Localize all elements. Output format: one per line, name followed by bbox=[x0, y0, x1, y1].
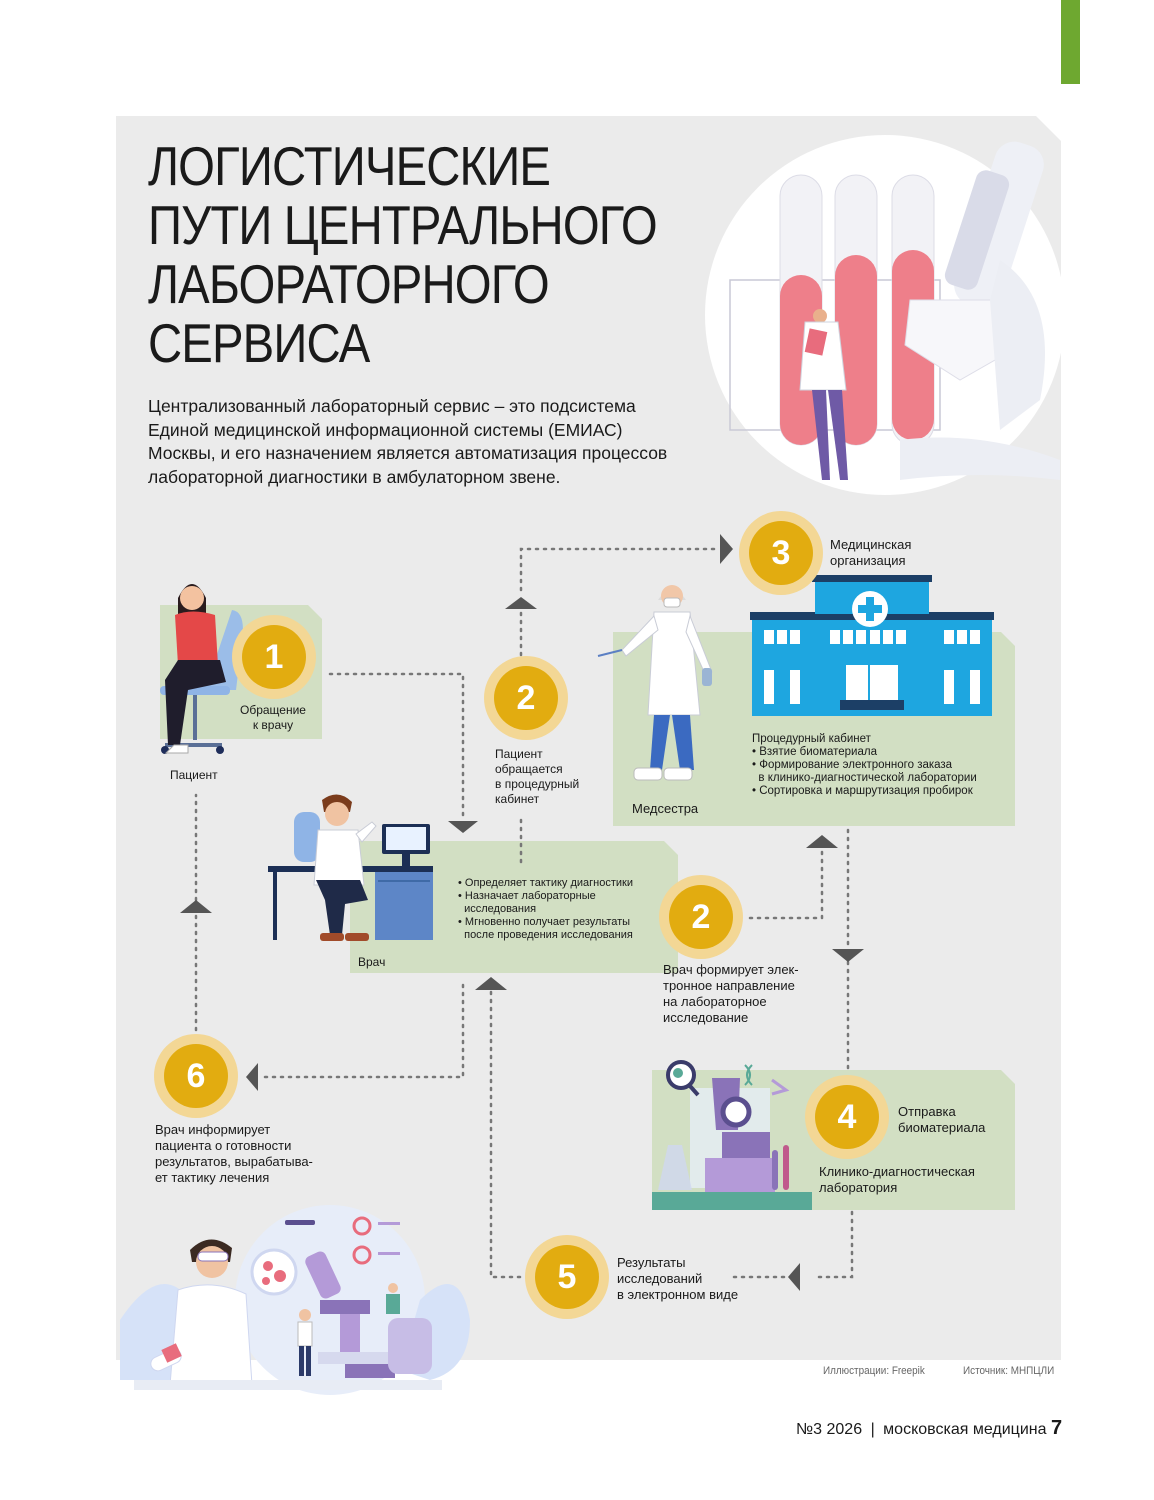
procedure-item: • Сортировка и маршрутизация пробирок bbox=[752, 785, 973, 797]
step-1-circle: 1 bbox=[232, 615, 316, 699]
step-6-label-line: пациента о готовности bbox=[155, 1138, 292, 1153]
nurse-label-text: Медсестра bbox=[632, 801, 699, 816]
step-5-label-line: Результаты bbox=[617, 1255, 686, 1270]
source-credit: Источник: МНПЦЛИ bbox=[963, 1365, 1055, 1377]
intro-line-4: лабораторной диагностики в амбулаторном … bbox=[148, 466, 561, 487]
step-4-number: 4 bbox=[815, 1085, 879, 1149]
step-5-label-line: в электронном виде bbox=[617, 1287, 739, 1302]
procedure-list: Процедурный кабинет • Взятие биоматериал… bbox=[752, 733, 977, 798]
step-6-label-line: Врач информирует bbox=[155, 1122, 271, 1137]
page-number: 7 bbox=[1050, 1417, 1063, 1439]
accent-tab bbox=[1061, 0, 1080, 84]
step-2a-label-line: Пациент bbox=[495, 747, 543, 761]
step-4-label-line: Отправка bbox=[898, 1104, 956, 1119]
patient-label-text: Пациент bbox=[170, 768, 218, 782]
page-title: ЛОГИСТИЧЕСКИЕ ПУТИ ЦЕНТРАЛЬНОГО ЛАБОРАТО… bbox=[148, 135, 658, 374]
step-2a-label-line: кабинет bbox=[495, 792, 540, 806]
step-6-label-line: результатов, вырабатыва- bbox=[155, 1154, 313, 1169]
step-3-label-line: организация bbox=[830, 553, 906, 568]
lab-label-line: лаборатория bbox=[819, 1180, 898, 1195]
magazine-name: московская медицина bbox=[883, 1421, 1047, 1438]
page-footer: №3 2026 | московская медицина 7 bbox=[796, 1417, 1062, 1440]
issue-number: №3 2026 bbox=[796, 1421, 863, 1438]
step-2a-label-line: в процедурный bbox=[495, 777, 580, 791]
step-6-circle: 6 bbox=[154, 1034, 238, 1118]
title-line-4: СЕРВИСА bbox=[148, 312, 370, 374]
step-2b-label-line: исследование bbox=[663, 1010, 749, 1025]
title-line-2: ПУТИ ЦЕНТРАЛЬНОГО bbox=[148, 194, 658, 256]
step-4-label-line: биоматериала bbox=[898, 1120, 986, 1135]
intro-text: Централизованный лабораторный сервис – э… bbox=[148, 395, 768, 489]
doctor-task: • Определяет тактику диагностики bbox=[458, 877, 633, 889]
step-4-label: Отправка биоматериала bbox=[898, 1104, 985, 1136]
intro-line-1: Централизованный лабораторный сервис – э… bbox=[148, 396, 636, 416]
procedure-item: • Взятие биоматериала bbox=[752, 746, 877, 758]
step-5-number: 5 bbox=[535, 1245, 599, 1309]
step-3-label-line: Медицинская bbox=[830, 537, 912, 552]
step-2a-number: 2 bbox=[494, 666, 558, 730]
step-1-label: Обращение к врачу bbox=[240, 703, 306, 733]
lab-hero-illustration bbox=[705, 135, 1065, 495]
hospital-building-illustration bbox=[750, 575, 994, 716]
step-5-circle: 5 bbox=[525, 1235, 609, 1319]
step-2b-label: Врач формирует элек- тронное направление… bbox=[663, 962, 799, 1026]
patient-label: Пациент bbox=[170, 768, 218, 783]
step-2a-label: Пациент обращается в процедурный кабинет bbox=[495, 747, 579, 807]
connector-lines bbox=[194, 547, 854, 1279]
arrow-heads bbox=[180, 534, 864, 1291]
nurse-label: Медсестра bbox=[632, 801, 698, 817]
procedure-heading: Процедурный кабинет bbox=[752, 733, 871, 745]
lab-illustration bbox=[652, 1060, 812, 1210]
doctor-illustration bbox=[268, 794, 433, 941]
step-6-label-line: ет тактику лечения bbox=[155, 1170, 270, 1185]
intro-line-3: Москвы, и его назначением является автом… bbox=[148, 443, 668, 463]
step-1-label-line: к врачу bbox=[252, 718, 294, 732]
patient-illustration bbox=[160, 584, 243, 754]
title-line-1: ЛОГИСТИЧЕСКИЕ bbox=[148, 135, 551, 197]
doctor-label-text: Врач bbox=[358, 955, 386, 969]
illustration-credit: Иллюстрации: Freepik bbox=[823, 1365, 925, 1377]
step-2a-label-line: обращается bbox=[495, 762, 563, 776]
step-2b-label-line: Врач формирует элек- bbox=[663, 962, 799, 977]
step-1-label-line: Обращение bbox=[240, 703, 306, 717]
step-3-label: Медицинская организация bbox=[830, 537, 911, 569]
step-2b-label-line: тронное направление bbox=[663, 978, 795, 993]
scientist-illustration bbox=[120, 1205, 470, 1395]
intro-line-2: Единой медицинской информационной систем… bbox=[148, 419, 623, 440]
step-1-number: 1 bbox=[242, 625, 306, 689]
step-4-circle: 4 bbox=[805, 1075, 889, 1159]
step-2b-number: 2 bbox=[669, 885, 733, 949]
doctor-task: исследования bbox=[458, 903, 537, 915]
step-6-number: 6 bbox=[164, 1044, 228, 1108]
doctor-task: • Назначает лабораторные bbox=[458, 890, 596, 902]
procedure-item: в клинико-диагностической лаборатории bbox=[752, 772, 977, 784]
step-6-label: Врач информирует пациента о готовности р… bbox=[155, 1122, 313, 1186]
step-2a-circle: 2 bbox=[484, 656, 568, 740]
doctor-tasks: • Определяет тактику диагностики • Назна… bbox=[458, 877, 633, 942]
nurse-illustration bbox=[597, 585, 713, 781]
step-3-circle: 3 bbox=[739, 511, 823, 595]
doctor-task: • Мгновенно получает результаты bbox=[458, 916, 631, 928]
step-3-number: 3 bbox=[749, 521, 813, 585]
footer-separator: | bbox=[870, 1421, 875, 1438]
lab-label-line: Клинико-диагностическая bbox=[819, 1164, 975, 1179]
step-2b-label-line: на лабораторное bbox=[663, 994, 767, 1009]
procedure-item: • Формирование электронного заказа bbox=[752, 759, 953, 771]
lab-label: Клинико-диагностическая лаборатория bbox=[819, 1164, 975, 1196]
title-line-3: ЛАБОРАТОРНОГО bbox=[148, 253, 550, 315]
doctor-task: после проведения исследования bbox=[458, 929, 633, 941]
step-5-label-line: исследований bbox=[617, 1271, 703, 1286]
doctor-label: Врач bbox=[358, 955, 385, 970]
step-2b-circle: 2 bbox=[659, 875, 743, 959]
step-5-label: Результаты исследований в электронном ви… bbox=[617, 1255, 738, 1303]
